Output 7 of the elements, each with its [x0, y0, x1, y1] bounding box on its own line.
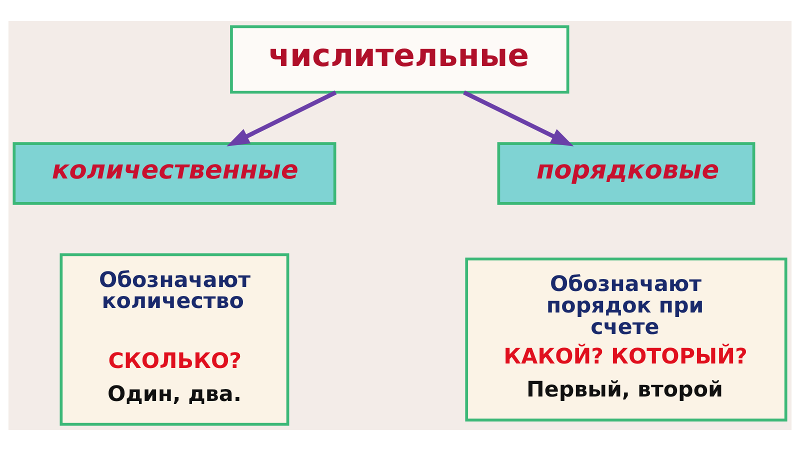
arrow [463, 90, 574, 146]
node-box: числительные [230, 24, 570, 94]
arrow [226, 90, 337, 146]
node-box: количественные [12, 142, 336, 204]
node-box: порядковые [497, 142, 756, 204]
node-box: Обозначают количество СКОЛЬКО? Один, два. [60, 252, 290, 426]
node-box: Обозначают порядок при счете КАКОЙ? КОТОРЫЙ? Первый, второй [465, 257, 788, 421]
